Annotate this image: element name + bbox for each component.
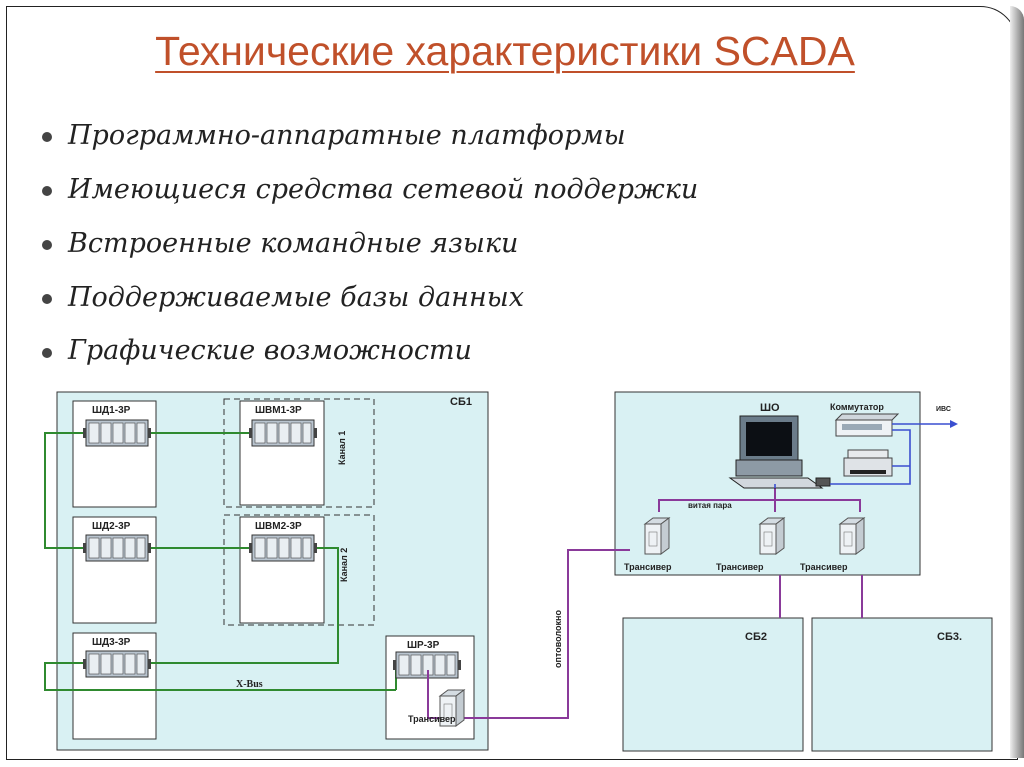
bullet-item: Поддерживаемые базы данных bbox=[42, 282, 698, 336]
shr-label: ШР-3Р bbox=[407, 640, 440, 651]
bullet-item: Имеющиеся средства сетевой поддержки bbox=[42, 174, 698, 228]
xbus-label: X-Bus bbox=[236, 679, 263, 690]
shvm1-rack bbox=[248, 419, 318, 447]
shd2-label: ШД2-3Р bbox=[92, 521, 131, 532]
shvm2-label: ШВМ2-3Р bbox=[255, 521, 302, 532]
shd1-rack bbox=[82, 419, 152, 447]
switch-label: Коммутатор bbox=[830, 402, 884, 412]
twisted-pair-label: витая пара bbox=[688, 501, 732, 510]
purple-optic-lines bbox=[427, 485, 863, 719]
sb1-transceiver-label: Трансивер bbox=[408, 714, 456, 724]
bullet-item: Встроенные командные языки bbox=[42, 228, 698, 282]
channel1-frame bbox=[223, 398, 375, 508]
shvm2-rack bbox=[248, 534, 318, 562]
shvm1-cabinet bbox=[239, 400, 325, 506]
shd3-label: ШД3-3Р bbox=[92, 637, 131, 648]
sho-transceiver-3-icon bbox=[839, 517, 865, 555]
shvm2-cabinet bbox=[239, 516, 325, 624]
sb3-label: СБ3. bbox=[937, 631, 962, 643]
bullet-dot bbox=[42, 186, 52, 196]
sho-transceiver-3-label: Трансивер bbox=[800, 562, 848, 572]
sho-transceiver-1-label: Трансивер bbox=[624, 562, 672, 572]
shd3-cabinet bbox=[72, 632, 157, 740]
sho-transceiver-1-icon bbox=[644, 517, 670, 555]
sb3-panel bbox=[811, 617, 993, 752]
shd2-rack bbox=[82, 534, 152, 562]
sb1-label: СБ1 bbox=[450, 396, 472, 408]
shd3-rack bbox=[82, 650, 152, 678]
sho-transceiver-2-label: Трансивер bbox=[716, 562, 764, 572]
sb2-label: СБ2 bbox=[745, 631, 767, 643]
bullet-list: Программно-аппаратные платформы Имеющиес… bbox=[42, 120, 698, 390]
ivs-label: ИВС bbox=[936, 406, 951, 413]
sho-transceiver-2-icon bbox=[759, 517, 785, 555]
shd1-label: ШД1-3Р bbox=[92, 405, 131, 416]
shd1-cabinet bbox=[72, 400, 157, 508]
printer-icon bbox=[843, 449, 893, 477]
sb2-panel bbox=[622, 617, 804, 752]
slide-frame-shadow bbox=[1010, 6, 1024, 758]
channel2-label: Канал 2 bbox=[339, 548, 349, 582]
sho-label: ШО bbox=[760, 402, 780, 414]
channel1-label: Канал 1 bbox=[337, 431, 347, 465]
bullet-dot bbox=[42, 348, 52, 358]
bullet-item: Программно-аппаратные платформы bbox=[42, 120, 698, 174]
channel2-frame bbox=[223, 514, 375, 626]
bullet-dot bbox=[42, 294, 52, 304]
shd2-cabinet bbox=[72, 516, 157, 624]
switch-icon bbox=[834, 413, 900, 437]
optic-label: оптоволокно bbox=[553, 610, 563, 668]
bullet-item: Графические возможности bbox=[42, 336, 698, 390]
slide-title: Технические характеристики SCADA bbox=[155, 28, 855, 74]
computer-icon bbox=[728, 415, 831, 489]
bullet-dot bbox=[42, 132, 52, 142]
bullet-dot bbox=[42, 240, 52, 250]
shvm1-label: ШВМ1-3Р bbox=[255, 405, 302, 416]
blue-lines bbox=[774, 423, 950, 488]
ivs-arrow-icon bbox=[950, 420, 958, 428]
